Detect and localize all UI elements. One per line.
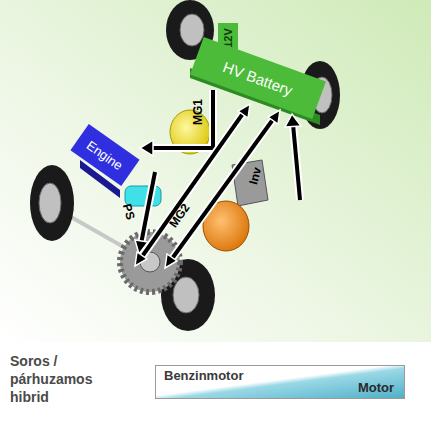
arrow-line bbox=[150, 90, 213, 148]
arrowhead bbox=[165, 254, 177, 268]
engine-box: Engine bbox=[70, 124, 139, 186]
arrowheads bbox=[135, 104, 301, 268]
wheel bbox=[30, 165, 74, 241]
node-text: Benzinmotor bbox=[164, 369, 243, 383]
arrowhead bbox=[140, 140, 153, 156]
arrow-outline bbox=[141, 172, 155, 244]
arrow-line bbox=[293, 124, 300, 200]
arrow-outline bbox=[293, 124, 300, 200]
hub bbox=[39, 183, 61, 223]
node-text: HV Battery bbox=[221, 58, 295, 99]
arrowhead bbox=[268, 110, 280, 124]
node-text: Engine bbox=[84, 137, 126, 173]
arrowhead bbox=[285, 114, 301, 127]
psd-label: PS bbox=[118, 202, 137, 222]
hub bbox=[173, 277, 199, 313]
tire bbox=[30, 165, 74, 241]
power-ratio-bar: BenzinmotorMotor bbox=[155, 365, 405, 399]
mg1-label: MG1 bbox=[191, 99, 207, 125]
arrow-line bbox=[171, 118, 274, 260]
hv-battery-box: HV Battery bbox=[190, 37, 326, 119]
arrowhead bbox=[238, 104, 250, 118]
mg2-label: MG2 bbox=[166, 201, 194, 231]
hybrid-type-caption: Soros / párhuzamos hibrid bbox=[10, 352, 120, 407]
inv-label: Inv bbox=[246, 166, 266, 187]
power-arrows bbox=[141, 90, 300, 260]
background bbox=[0, 0, 431, 342]
node-text: Motor bbox=[358, 381, 394, 395]
hub bbox=[180, 14, 204, 46]
arrow-outline bbox=[171, 118, 274, 260]
arrowhead bbox=[135, 252, 147, 266]
arrow-outline bbox=[150, 90, 213, 148]
arrow-line bbox=[141, 172, 155, 244]
